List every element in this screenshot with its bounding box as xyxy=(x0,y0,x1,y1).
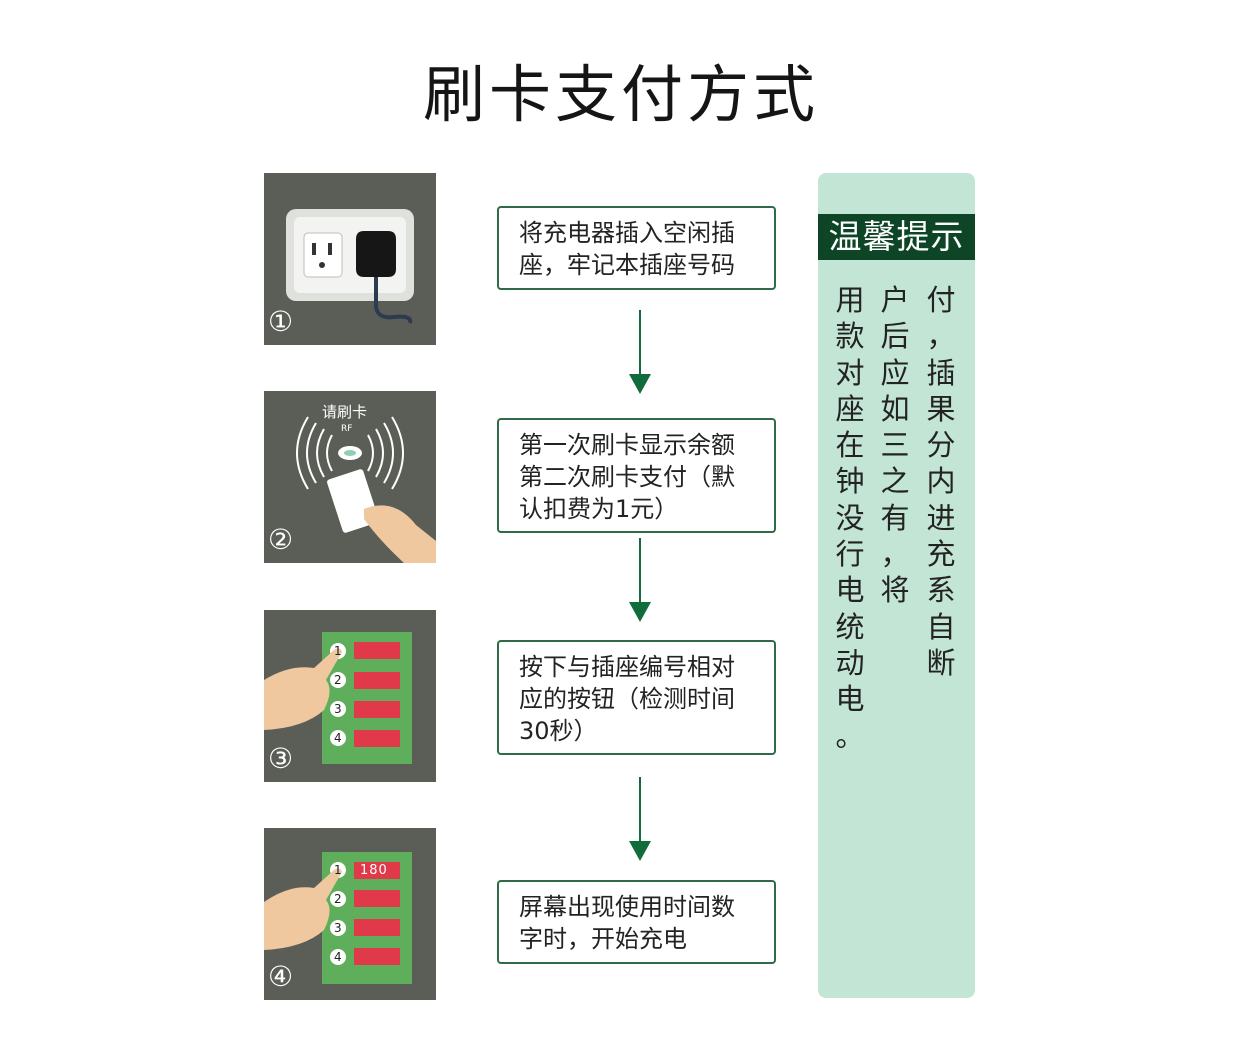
tip-char: 插 xyxy=(926,355,956,390)
tip-char: 充 xyxy=(926,537,956,572)
tip-char: 付 xyxy=(926,283,956,317)
tip-char: 后 xyxy=(880,319,910,354)
tip-char: ， xyxy=(926,319,956,354)
tip-char: 果 xyxy=(926,391,956,426)
step-2-text: 第一次刷卡显示余额 第二次刷卡支付（默 认扣费为1元） xyxy=(497,418,776,533)
down-arrow-icon xyxy=(629,310,651,394)
down-arrow-icon xyxy=(629,538,651,622)
tip-char: 户 xyxy=(880,283,910,317)
tip-char: 断 xyxy=(926,645,956,680)
tip-char: 自 xyxy=(926,609,956,644)
tip-char: 电 xyxy=(835,573,865,608)
tip-panel xyxy=(818,173,975,998)
tip-char: 。 xyxy=(835,718,865,753)
keypad-button-2: 2 xyxy=(334,673,342,687)
tip-title: 温馨提示 xyxy=(818,214,975,260)
step-4-illustration: 180 1 2 3 4 ④ xyxy=(264,828,436,1000)
tip-char: 系 xyxy=(926,573,956,608)
tip-char: 用 xyxy=(835,283,865,317)
tip-char: 有 xyxy=(880,500,910,535)
keypad-button-4: 4 xyxy=(334,731,342,745)
tip-char: 如 xyxy=(880,391,910,426)
tip-column-1: 付，插果分内进充系自断 xyxy=(923,282,959,681)
tip-char: 将 xyxy=(880,573,910,608)
tip-char: 之 xyxy=(880,464,910,499)
step-1-illustration: ① xyxy=(264,173,436,345)
tip-char: 没 xyxy=(835,500,865,535)
tip-char: 分 xyxy=(926,428,956,463)
down-arrow-icon xyxy=(629,777,651,861)
tip-column-3: 用款对座在钟没行电统动电。 xyxy=(832,282,868,754)
tip-char: 座 xyxy=(835,391,865,426)
step-1-number: ① xyxy=(268,305,294,338)
keypad-button-3: 3 xyxy=(334,921,342,935)
step-2-illustration: 请刷卡 RF ② xyxy=(264,391,436,563)
tip-char: 动 xyxy=(835,645,865,680)
tip-column-2: 户后应如三之有，将 xyxy=(877,282,913,609)
tip-char: 进 xyxy=(926,500,956,535)
step-2-number: ② xyxy=(268,523,294,556)
tip-char: 款 xyxy=(835,319,865,354)
step-3-number: ③ xyxy=(268,742,294,775)
page-title: 刷卡支付方式 xyxy=(422,58,819,131)
tip-char: 内 xyxy=(926,464,956,499)
tip-char: 行 xyxy=(835,537,865,572)
tip-char: 三 xyxy=(880,428,910,463)
card-prompt-label: 请刷卡 xyxy=(322,403,368,421)
tip-char: 应 xyxy=(880,355,910,390)
charge-time-display: 180 xyxy=(360,863,388,878)
keypad-button-4: 4 xyxy=(334,950,342,964)
step-4-text: 屏幕出现使用时间数 字时，开始充电 xyxy=(497,880,776,964)
tip-char: 统 xyxy=(835,609,865,644)
tip-char: 钟 xyxy=(835,464,865,499)
keypad-button-2: 2 xyxy=(334,892,342,906)
keypad-button-1: 1 xyxy=(334,644,342,658)
step-3-text: 按下与插座编号相对 应的按钮（检测时间 30秒） xyxy=(497,640,776,755)
rf-label: RF xyxy=(341,424,353,434)
step-4-number: ④ xyxy=(268,960,294,993)
tip-char: 电 xyxy=(835,682,865,717)
tip-char: 在 xyxy=(835,428,865,463)
step-1-text: 将充电器插入空闲插 座，牢记本插座号码 xyxy=(497,206,776,290)
step-3-illustration: 1 2 3 4 ③ xyxy=(264,610,436,782)
tip-char: 对 xyxy=(835,355,865,390)
keypad-button-1: 1 xyxy=(334,863,342,877)
keypad-button-3: 3 xyxy=(334,702,342,716)
tip-char: ， xyxy=(880,537,910,572)
